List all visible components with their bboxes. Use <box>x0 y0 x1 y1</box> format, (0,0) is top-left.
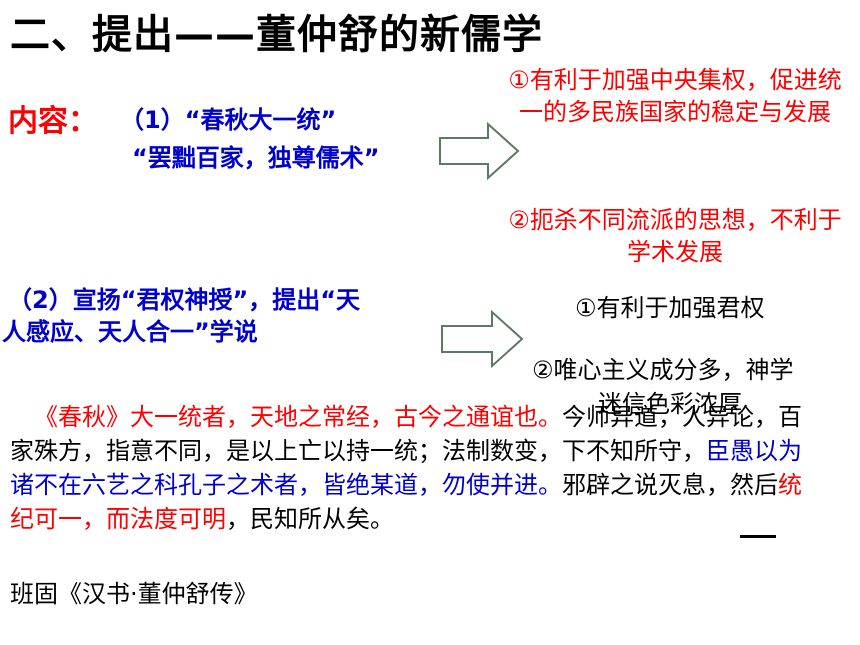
page-title: 二、提出——董仲舒的新儒学 <box>10 12 543 58</box>
quote-black-2: 邪辟之说灭息，然后 <box>562 471 778 499</box>
quote-source: 班固《汉书·董仲舒传》 <box>10 580 258 608</box>
content-label: 内容： <box>8 104 98 139</box>
arrow-right-icon <box>441 310 524 368</box>
point1-line1: （1）“春秋大一统” <box>120 106 337 134</box>
attribution-dash <box>740 535 776 538</box>
point1-line2: “罢黜百家，独尊儒术” <box>132 144 380 172</box>
point2-line2: 人感应、天人合一”学说 <box>2 318 258 346</box>
result1-negative: ②扼杀不同流派的思想，不利于学术发展 <box>508 206 842 266</box>
result2-positive: ①有利于加强君权 <box>575 294 765 322</box>
quote-blue-1: 臣愚以为诸不在六艺之科孔子之术者，皆绝某道，勿使并进。 <box>10 437 802 499</box>
arrow-right-icon <box>439 122 520 180</box>
result1-positive: ①有利于加强中央集权，促进统一的多民族国家的稳定与发展 <box>508 66 842 126</box>
quote-black-1: 今师异道，人异论，百家殊方，指意不同，是以上亡以持一统；法制数变，下不知所守， <box>10 403 802 465</box>
source-quote: 《春秋》大一统者，天地之常经，古今之通谊也。今师异道，人异论，百家殊方，指意不同… <box>10 400 810 536</box>
quote-black-3: ，民知所从矣。 <box>226 505 394 533</box>
quote-red-1: 《春秋》大一统者，天地之常经，古今之通谊也。 <box>34 403 562 431</box>
result2-negative-line1: ②唯心主义成分多，神学 <box>532 356 794 384</box>
point2-line1: （2）宣扬“君权神授”，提出“天 <box>8 286 361 314</box>
quote-red-2: 统纪可一，而法度可明 <box>10 471 802 533</box>
result2-negative-line2: 迷信色彩浓厚 <box>598 390 742 418</box>
